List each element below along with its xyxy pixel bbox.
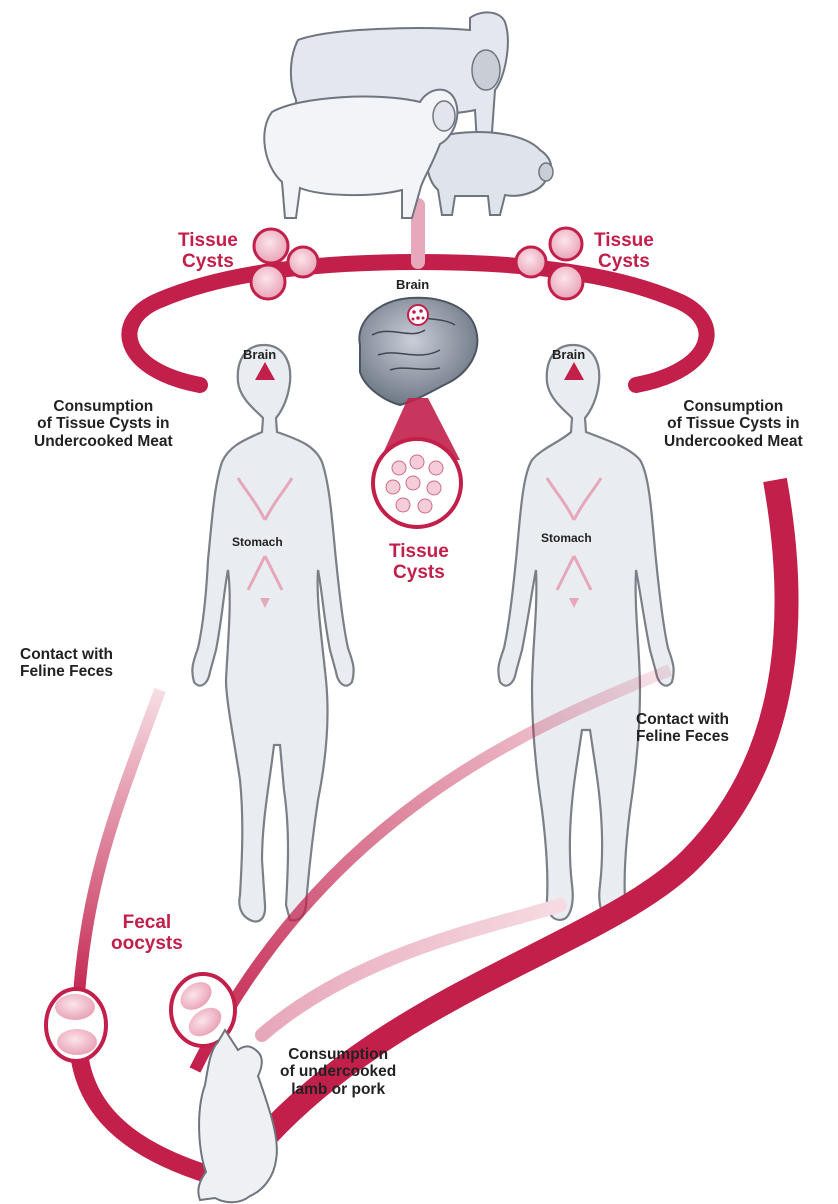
female-body-icon bbox=[192, 345, 353, 921]
magnified-tissue-cyst bbox=[373, 439, 461, 527]
brain-male-label: Brain bbox=[552, 348, 585, 363]
fecal-oocyst-left bbox=[46, 989, 106, 1061]
stomach-male-label: Stomach bbox=[541, 532, 592, 545]
cow-sheep-pig-icon bbox=[264, 12, 553, 218]
brain-female-label: Brain bbox=[243, 348, 276, 363]
male-body-icon bbox=[498, 345, 673, 920]
cat-icon bbox=[198, 1030, 277, 1202]
brain-top-label: Brain bbox=[396, 278, 429, 293]
transmission-paths bbox=[78, 480, 787, 1180]
brain-icon bbox=[359, 298, 477, 405]
stomach-female-label: Stomach bbox=[232, 536, 283, 549]
